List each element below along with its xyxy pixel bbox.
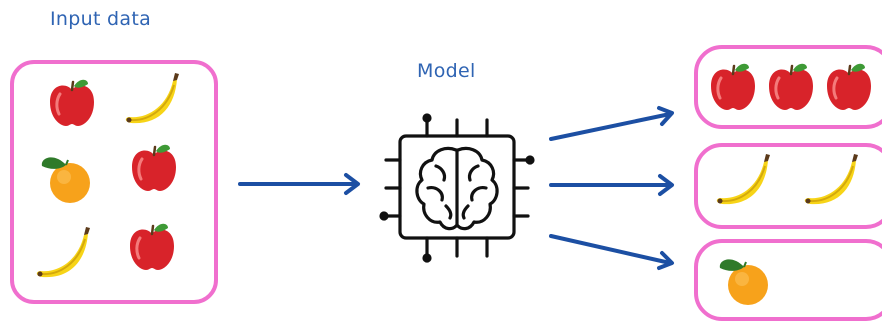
banana-icon — [35, 226, 91, 279]
apple-icon — [48, 78, 96, 128]
model-label: Model — [417, 60, 476, 82]
apple-icon — [130, 143, 178, 193]
input-data-label: Input data — [50, 8, 152, 30]
apple-icon — [709, 62, 757, 112]
output-box-apples — [694, 45, 882, 129]
apple-icon — [825, 62, 873, 112]
input-arrow — [238, 173, 360, 195]
ai-chip-icon — [379, 113, 535, 263]
banana-icon — [124, 72, 180, 125]
banana-icon — [715, 153, 771, 206]
orange-icon — [40, 156, 91, 204]
output-arrow-oranges — [549, 234, 674, 270]
apple-icon — [128, 222, 176, 272]
banana-icon — [803, 153, 859, 206]
output-box-bananas — [694, 143, 882, 229]
output-arrow-bananas — [549, 174, 674, 196]
input-box — [10, 60, 218, 304]
apple-icon — [767, 62, 815, 112]
orange-icon — [718, 258, 769, 306]
output-arrow-apples — [549, 106, 674, 141]
output-box-oranges — [694, 239, 882, 321]
